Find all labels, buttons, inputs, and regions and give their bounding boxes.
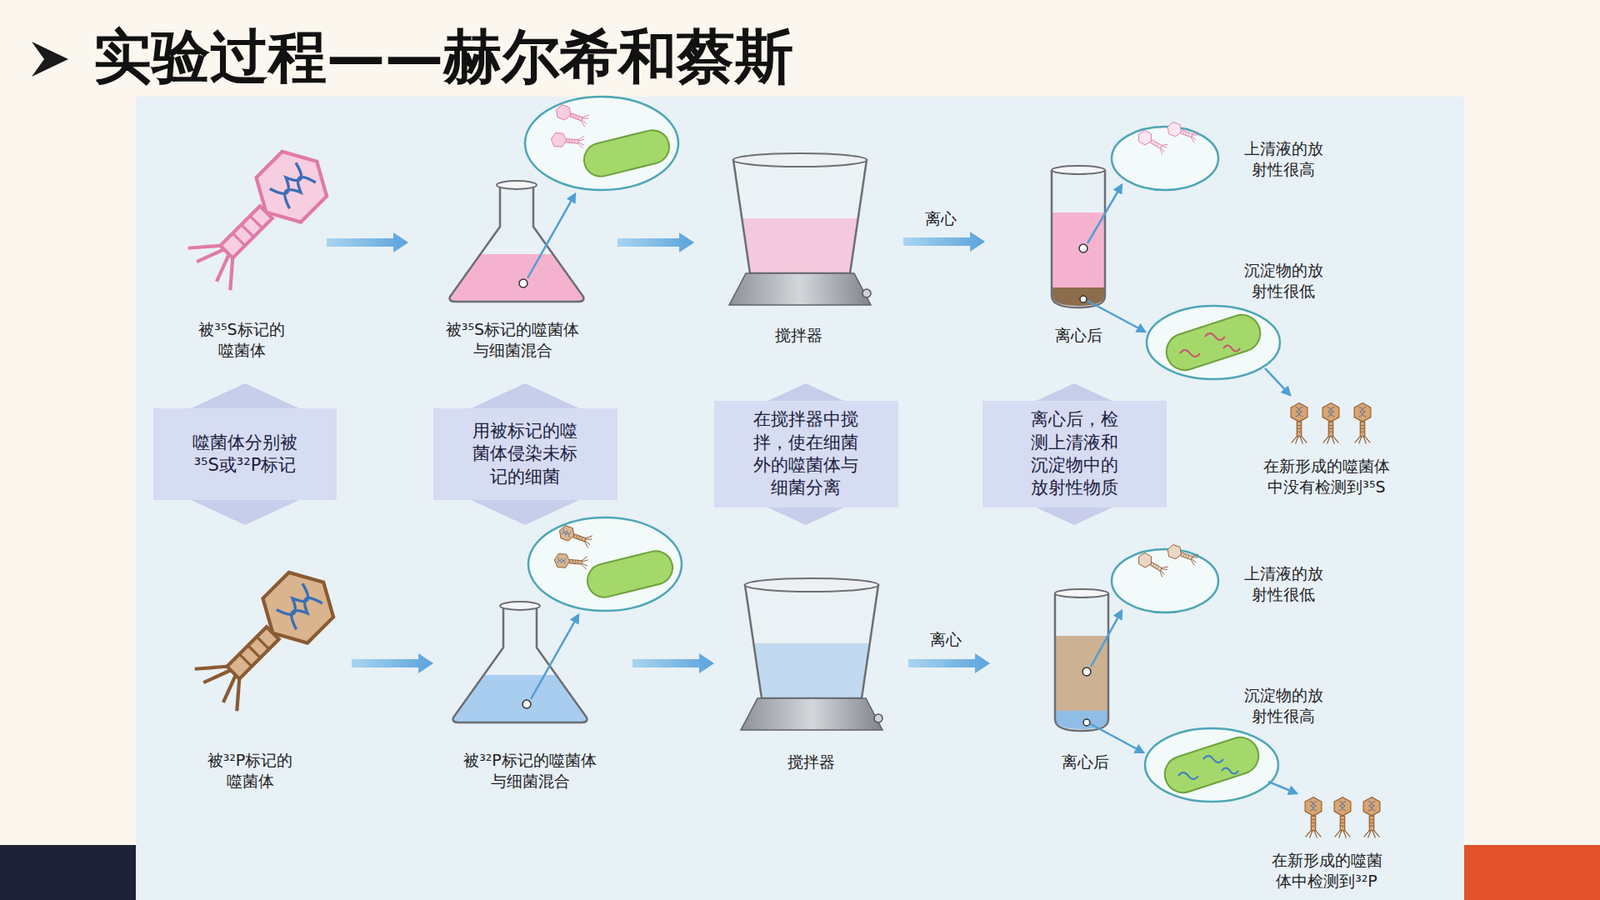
centrifuge-tube (1055, 589, 1109, 731)
zoom-infection (525, 96, 679, 190)
step-text: 在搅拌器中搅 拌，使在细菌 外的噬菌体与 细菌分离 (752, 408, 860, 500)
caption-text: 搅拌器 (774, 325, 824, 346)
caption-text: 沉淀物的放 射性很低 (1243, 260, 1325, 301)
slide-title: 实验过程——赫尔希和蔡斯 (93, 21, 794, 92)
caption-text: 被³²P标记的噬菌体 与细菌混合 (462, 750, 598, 791)
zoom-supernatant (1111, 120, 1219, 190)
zoom-supernatant (1111, 543, 1219, 613)
step-text: 噬菌体分别被 ³⁵S或³²P标记 (191, 431, 299, 478)
progeny-phages (1305, 797, 1380, 839)
centrifuge-tube (1051, 165, 1145, 332)
caption-text: 离心 (929, 629, 963, 650)
phage-32p (190, 560, 346, 715)
caption-text: 被³²P标记的 噬菌体 (206, 750, 295, 791)
progeny-phages (1290, 403, 1371, 445)
step-box: 用被标记的噬 菌体侵染未标 记的细菌 (433, 408, 618, 500)
zoom-pellet (1146, 305, 1290, 395)
blender (729, 153, 871, 305)
step-text: 用被标记的噬 菌体侵染未标 记的细菌 (471, 420, 579, 489)
zoom-pellet (1145, 728, 1297, 802)
caption-text: 搅拌器 (786, 751, 836, 773)
caption-text: 被³⁵S标记的 噬菌体 (197, 319, 286, 360)
caption-text: 被³⁵S标记的噬菌体 与细菌混合 (445, 319, 581, 360)
bullet-arrow (31, 41, 69, 77)
flask (450, 180, 585, 302)
caption-text: 在新形成的噬菌体 中没有检测到³⁵S (1262, 455, 1391, 497)
blender (740, 578, 883, 730)
caption-text: 离心 (924, 208, 958, 230)
caption-text: 离心后 (1060, 751, 1110, 773)
caption-text: 沉淀物的放 射性很高 (1243, 685, 1325, 726)
footer-bar (1464, 845, 1600, 900)
step-box: 在搅拌器中搅 拌，使在细菌 外的噬菌体与 细菌分离 (714, 400, 899, 507)
footer-bar (0, 845, 136, 900)
phage-35s (184, 139, 340, 295)
step-box: 离心后，检 测上清液和 沉淀物中的 放射性物质 (982, 400, 1167, 507)
caption-text: 离心后 (1054, 325, 1104, 346)
caption-text: 上清液的放 射性很高 (1243, 138, 1325, 180)
figure-panel (135, 96, 1465, 900)
process-arrows (326, 231, 990, 674)
step-box: 噬菌体分别被 ³⁵S或³²P标记 (153, 408, 337, 500)
leader-lines (1090, 610, 1144, 753)
flask (453, 601, 588, 723)
caption-text: 在新形成的噬菌 体中检测到³²P (1270, 850, 1384, 891)
caption-text: 上清液的放 射性很低 (1243, 563, 1325, 605)
step-text: 离心后，检 测上清液和 沉淀物中的 放射性物质 (1030, 408, 1120, 500)
zoom-infection (528, 517, 682, 611)
